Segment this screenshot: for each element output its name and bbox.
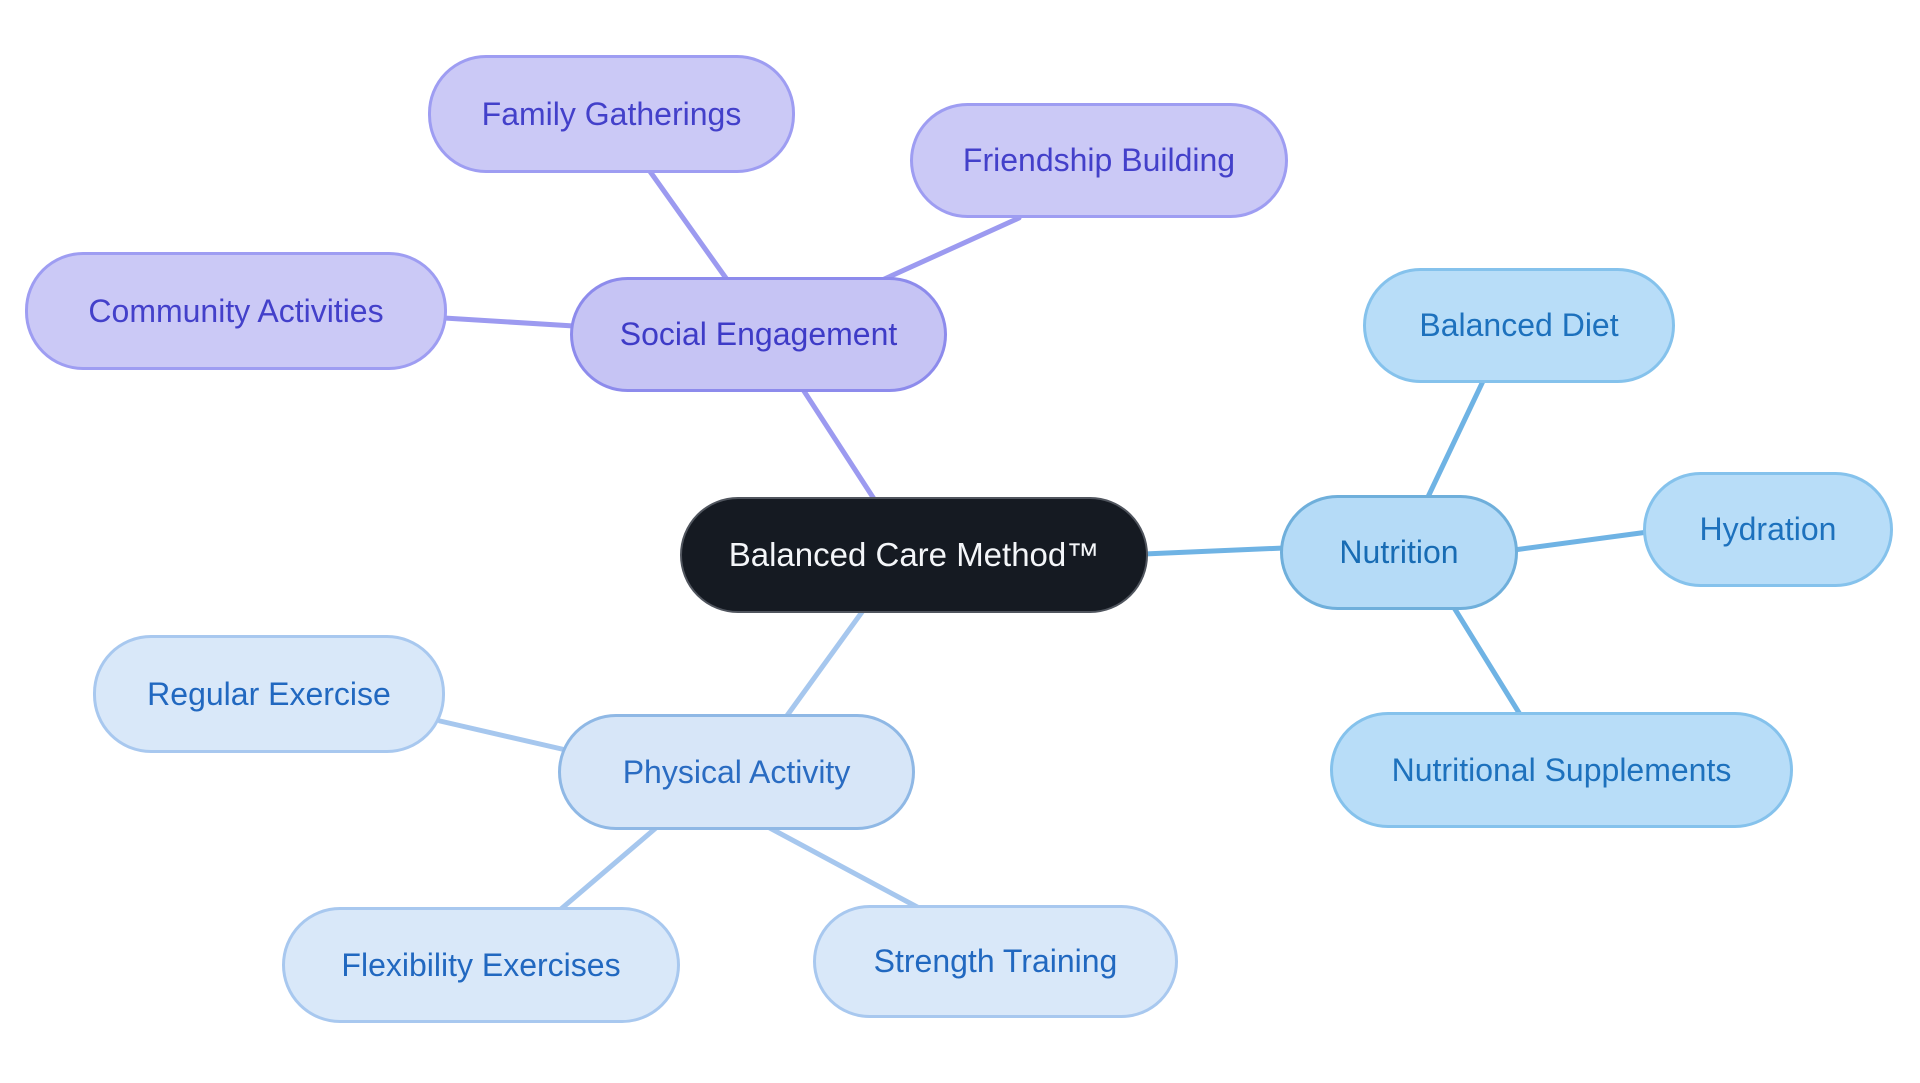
node-community-activities[interactable]: Community Activities bbox=[25, 252, 447, 370]
node-family-gatherings[interactable]: Family Gatherings bbox=[428, 55, 795, 173]
node-nutrition[interactable]: Nutrition bbox=[1280, 495, 1518, 610]
edge-balanced-to-nutrition bbox=[1424, 376, 1487, 502]
node-physical-activity[interactable]: Physical Activity bbox=[558, 714, 915, 830]
edge-community-to-social bbox=[441, 315, 577, 329]
node-friendship-building[interactable]: Friendship Building bbox=[910, 103, 1288, 218]
node-social-engagement[interactable]: Social Engagement bbox=[570, 277, 947, 392]
node-central-balanced-care-method[interactable]: Balanced Care Method™ bbox=[680, 497, 1148, 613]
edge-regular-to-physical bbox=[437, 718, 569, 753]
edge-social-to-central bbox=[799, 385, 879, 505]
edge-central-to-physical bbox=[783, 609, 865, 720]
edge-physical-to-flexibility bbox=[558, 824, 660, 912]
edge-friendship-to-social bbox=[877, 215, 1022, 284]
node-regular-exercise[interactable]: Regular Exercise bbox=[93, 635, 445, 753]
edge-physical-to-strength bbox=[765, 824, 922, 911]
edge-nutrition-to-hydration bbox=[1511, 529, 1651, 553]
node-flexibility-exercises[interactable]: Flexibility Exercises bbox=[282, 907, 680, 1023]
edge-nutrition-to-supplements bbox=[1450, 603, 1524, 719]
edge-family-to-social bbox=[646, 167, 731, 284]
node-strength-training[interactable]: Strength Training bbox=[813, 905, 1178, 1018]
node-balanced-diet[interactable]: Balanced Diet bbox=[1363, 268, 1675, 383]
node-nutritional-supplements[interactable]: Nutritional Supplements bbox=[1330, 712, 1793, 828]
node-hydration[interactable]: Hydration bbox=[1643, 472, 1893, 587]
edge-central-to-nutrition bbox=[1141, 545, 1287, 557]
